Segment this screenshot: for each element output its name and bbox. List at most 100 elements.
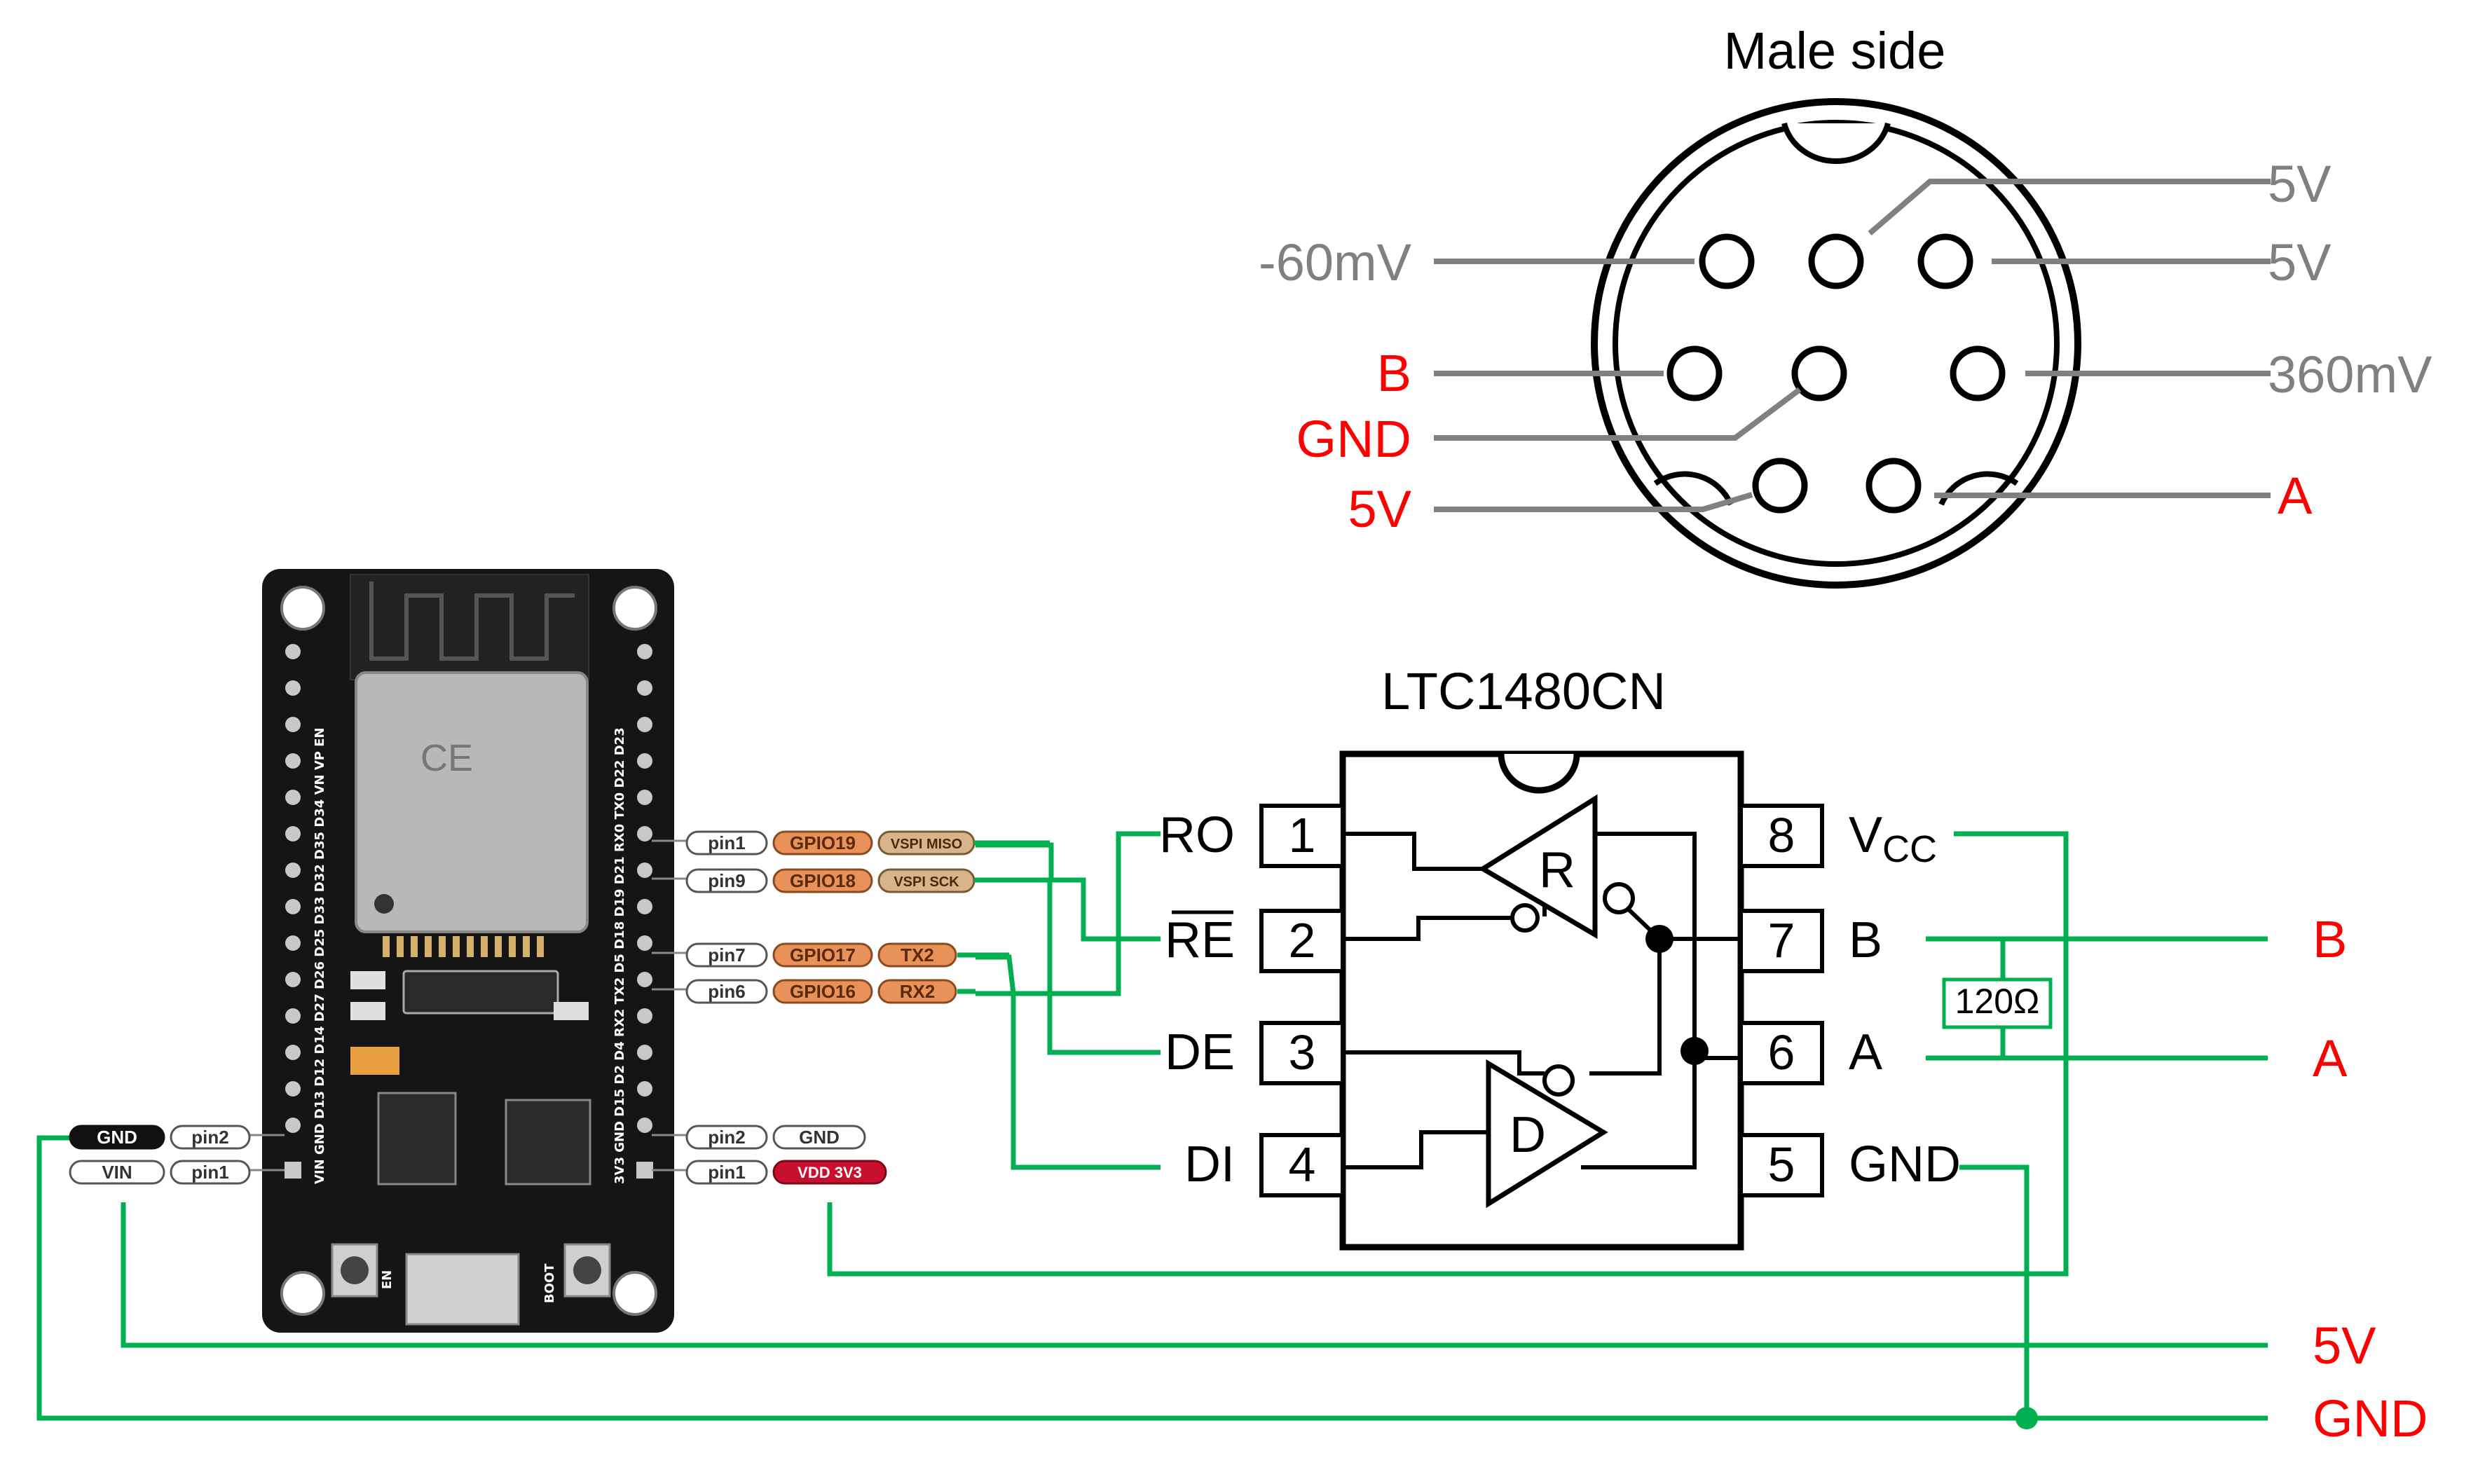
connector-label-b: B [1377,344,1411,402]
svg-text:pin1: pin1 [708,832,745,853]
ic-junction-b [1645,925,1673,953]
connector-pin [1666,345,1723,401]
termination-resistor: 120Ω [1942,977,2053,1029]
esp32-module-shield [355,671,589,933]
boot-label: BOOT [542,1263,557,1303]
ic-title: LTC1480CN [1381,662,1666,720]
right-header-pins [636,644,653,1179]
ic-pin-name-vcc: VCC [1849,807,1937,870]
ic-pin-name-gnd: GND [1849,1136,1961,1193]
connector-notch-left [1653,471,1734,506]
connector-pin [1950,345,2006,401]
line-label-b: B [2313,910,2347,968]
connector-label-5v-left: 5V [1348,480,1411,538]
connector-label-5v-top: 5V [2268,155,2332,213]
connector-label-360mv: 360mV [2268,345,2432,404]
ic-notch [1498,753,1580,794]
board-wire-stubs [957,840,1050,994]
ic-pin-num-7: 7 [1768,913,1795,968]
svg-text:VIN: VIN [102,1162,132,1183]
pin-label-row: pin1 GPIO19 VSPI MISO [652,830,976,856]
line-label-a: A [2313,1029,2348,1087]
pin-label-row: pin6 GPIO16 RX2 [652,979,957,1004]
ic-pin-num-1: 1 [1289,808,1316,863]
ic-pin-name-b: B [1849,912,1882,968]
pin-label-row: pin2 GND [652,1125,866,1150]
ic-pin-num-3: 3 [1289,1025,1316,1080]
ic-pin-num-6: 6 [1768,1025,1795,1080]
svg-text:VDD 3V3: VDD 3V3 [798,1164,862,1181]
svg-text:GND: GND [97,1127,137,1148]
connector-pin [1791,345,1847,401]
rail-label-gnd: GND [2313,1389,2428,1448]
ic-pin-num-8: 8 [1768,808,1795,863]
ic-pin-num-2: 2 [1289,913,1316,968]
svg-text:pin2: pin2 [708,1127,745,1148]
connector-key-notch [1781,123,1891,164]
pin-label-row: pin1 VIN [69,1160,285,1185]
svg-text:GPIO17: GPIO17 [790,944,856,966]
svg-text:CE: CE [420,737,473,779]
svg-text:pin2: pin2 [191,1127,228,1148]
pin-label-row: pin2 GND [69,1125,285,1150]
connector-label-a: A [2278,467,2313,525]
silk-left: VIN GND D13 D12 D14 D27 D26 D25 D33 D32 … [313,727,327,1184]
connector-notch-right [1938,471,2019,506]
resistor-value: 120Ω [1955,982,2040,1021]
ic-pin-name-ro: RO [1159,807,1235,863]
svg-text:pin1: pin1 [191,1162,228,1183]
svg-text:GPIO16: GPIO16 [790,981,856,1002]
connector-pin [1866,458,1922,514]
svg-text:GND: GND [799,1127,840,1148]
ic-pin-num-5: 5 [1768,1137,1795,1192]
esp32-board: CE VIN GND D13 D12 D14 D27 D26 D25 D33 D… [262,569,674,1333]
driver-triangle [1486,1059,1608,1209]
din-connector: Male side -60mV B GND [1259,22,2432,589]
svg-text:GPIO18: GPIO18 [790,870,856,891]
connector-label-5v-mid: 5V [2268,233,2332,291]
ic-pin-name-re: RE [1165,912,1235,968]
rail-label-5v: 5V [2313,1317,2376,1375]
usb-port [405,1253,520,1326]
pin-label-row: pin9 GPIO18 VSPI SCK [652,868,976,893]
connector-pin [1752,458,1808,514]
ic-pin-name-de: DE [1165,1024,1235,1080]
receiver-bubble [1510,903,1540,933]
svg-text:pin1: pin1 [708,1162,745,1183]
ic-pin-name-di: DI [1184,1136,1235,1193]
connector-label-neg60mv: -60mV [1259,233,1412,291]
svg-text:pin9: pin9 [708,870,745,891]
connector-pin [1699,233,1755,289]
receiver-label: R [1539,842,1575,898]
connector-pin [1808,233,1864,289]
connector-leader-lines [1434,179,2271,512]
connector-label-gnd: GND [1296,410,1411,468]
receiver-in-bubble [1603,882,1635,914]
receiver-triangle [1478,794,1598,940]
svg-text:RX2: RX2 [900,981,936,1002]
connector-pin [1917,233,1973,289]
driver-enable-bubble [1542,1064,1575,1097]
ic-pin-name-a: A [1849,1024,1882,1080]
connector-title: Male side [1724,22,1946,80]
left-header-pins [285,644,301,1179]
en-label: EN [380,1270,395,1289]
svg-text:TX2: TX2 [901,944,934,966]
svg-text:pin7: pin7 [708,944,745,966]
silk-right: 3V3 GND D15 D2 D4 RX2 TX2 D5 D18 D19 D21… [612,727,627,1184]
ic-junction-a [1680,1037,1709,1065]
board-pin-labels: pin1 GPIO19 VSPI MISO pin9 GPIO18 VSPI S… [69,830,976,1185]
connector-outer-ring [1591,98,2081,589]
svg-text:VSPI MISO: VSPI MISO [891,837,962,852]
svg-text:pin6: pin6 [708,981,745,1002]
pin-label-row: pin7 GPIO17 TX2 [652,942,957,968]
ic-pin-num-4: 4 [1289,1137,1316,1192]
connector-inner-ring [1613,120,2060,567]
svg-text:VSPI SCK: VSPI SCK [894,874,959,890]
svg-text:GPIO19: GPIO19 [790,832,856,853]
pin-label-row: pin1 VDD 3V3 [652,1160,887,1185]
ltc1480-ic: LTC1480CN 1 2 3 4 8 7 6 5 RO RE DE DI VC… [1159,662,1961,1251]
gnd-junction-dot [2015,1407,2038,1429]
